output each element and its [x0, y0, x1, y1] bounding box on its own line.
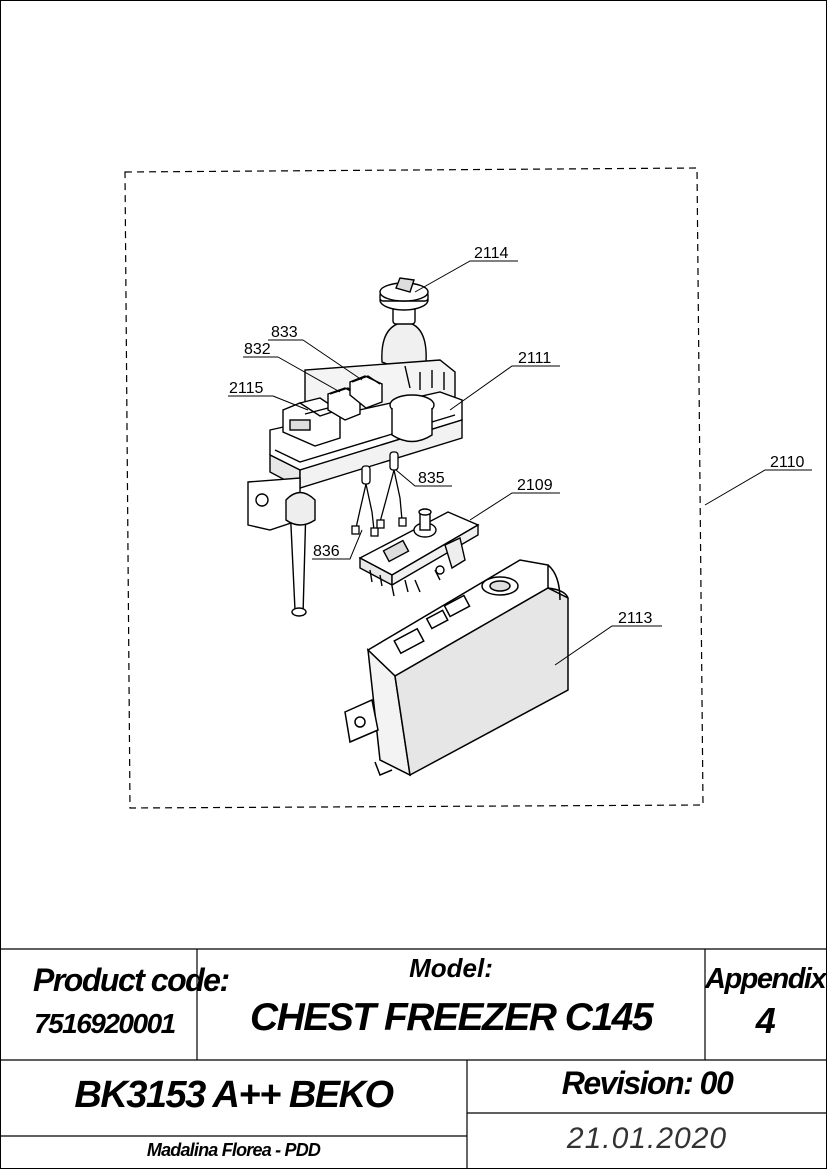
part-capillary — [285, 491, 316, 617]
appendix-label: Appendix: — [705, 963, 827, 995]
callout-label-2113: 2113 — [618, 610, 653, 627]
callout-label-2111: 2111 — [518, 350, 551, 367]
callout-label-2115: 2115 — [229, 380, 264, 397]
product-code-label: Product code: — [33, 962, 230, 998]
callout-label-2114: 2114 — [474, 245, 509, 262]
callout-label-836: 836 — [313, 543, 340, 560]
leader-lines — [228, 260, 812, 666]
part-control-board — [358, 508, 480, 597]
callout-label-2109: 2109 — [517, 477, 553, 494]
title-block-grid — [0, 948, 827, 1169]
assembly-boundary — [124, 167, 704, 809]
model-name: CHEST FREEZER C145 — [249, 996, 654, 1039]
part-switches — [282, 375, 383, 447]
revision-date: 21.01.2020 — [566, 1122, 728, 1155]
product-code: 7516920001 — [34, 1008, 176, 1039]
author: Madalina Florea - PDD — [146, 1140, 321, 1160]
model-label: Model: — [409, 953, 493, 983]
callout-label-2110: 2110 — [770, 454, 805, 471]
part-enclosure-box — [344, 559, 569, 777]
callout-label-833: 833 — [271, 324, 298, 341]
callout-labels: 2114 833 832 2111 2115 835 2109 2110 836… — [229, 245, 805, 627]
callout-label-835: 835 — [418, 470, 445, 487]
revision: Revision: 00 — [561, 1065, 734, 1101]
appendix-number: 4 — [755, 1000, 776, 1041]
variant-name: BK3153 A++ BEKO — [74, 1074, 394, 1116]
part-knob — [379, 277, 429, 368]
callout-label-832: 832 — [244, 341, 271, 358]
part-cables — [351, 451, 407, 537]
